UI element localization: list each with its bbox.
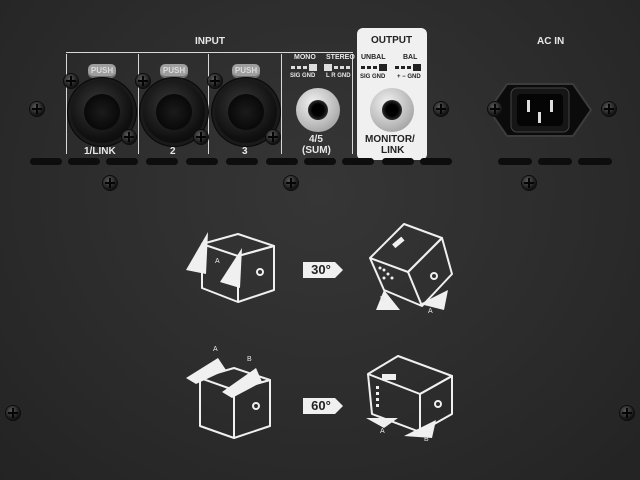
- vent-slot: [538, 158, 572, 165]
- bal-switch-icon: [395, 64, 421, 71]
- screw-icon: [103, 176, 117, 190]
- screw-icon: [30, 102, 44, 116]
- vent-slot: [498, 158, 532, 165]
- channel-2-label: 2: [170, 146, 176, 157]
- foot-a-label: A: [215, 258, 220, 265]
- foot-b-label: B: [247, 356, 252, 363]
- vent-slot: [382, 158, 414, 165]
- foot-b-label: B: [424, 436, 429, 443]
- channel-3-label: 3: [242, 146, 248, 157]
- angle-30-badge: [303, 262, 343, 278]
- push-release-button-3[interactable]: PUSH: [232, 64, 260, 78]
- output-label-line1: MONITOR/: [365, 134, 415, 145]
- sum-input-jack[interactable]: [296, 88, 340, 132]
- screw-icon: [522, 176, 536, 190]
- foot-b-label: B: [380, 296, 385, 303]
- output-heading: OUTPUT: [371, 35, 413, 46]
- angle-60-badge: [303, 398, 343, 414]
- bal-switch-label: + − GND: [397, 74, 421, 80]
- input-divider-4: [281, 54, 282, 154]
- stand-30-tilted-diagram: [369, 223, 453, 310]
- screw-icon: [620, 406, 634, 420]
- stand-30-folded-diagram: [186, 232, 275, 303]
- vent-slot: [106, 158, 138, 165]
- vent-slot: [342, 158, 374, 165]
- screw-icon: [602, 102, 616, 116]
- ac-power-inlet[interactable]: [485, 78, 595, 142]
- input-divider-3: [208, 54, 209, 154]
- ac-in-label: AC IN: [537, 36, 565, 47]
- vent-slot: [146, 158, 178, 165]
- screw-icon: [64, 74, 78, 88]
- output-jack[interactable]: [370, 88, 414, 132]
- screw-icon: [194, 130, 208, 144]
- input-divider-1: [66, 54, 67, 154]
- mono-switch-label: SIG GND: [290, 73, 316, 79]
- mono-switch-icon: [291, 64, 317, 71]
- push-release-button-1[interactable]: PUSH: [88, 64, 116, 78]
- vent-slot: [68, 158, 100, 165]
- screw-icon: [284, 176, 298, 190]
- vent-slot: [266, 158, 298, 165]
- mono-label: MONO: [294, 54, 316, 61]
- vent-slot: [186, 158, 218, 165]
- input-divider-5: [352, 54, 353, 154]
- unbal-switch-label: SIG GND: [360, 74, 386, 80]
- vent-slot: [304, 158, 336, 165]
- sum-input-label-line1: 4/5: [309, 134, 323, 145]
- channel-1-label: 1/LINK: [84, 146, 116, 157]
- screw-icon: [6, 406, 20, 420]
- vent-slot: [578, 158, 612, 165]
- foot-a-label: A: [380, 428, 385, 435]
- vent-slot: [226, 158, 258, 165]
- unbal-label: UNBAL: [361, 54, 386, 61]
- unbal-switch-icon: [361, 64, 387, 71]
- stereo-label: STEREO: [326, 54, 355, 61]
- foot-a-label: A: [428, 308, 433, 315]
- output-section: OUTPUT UNBAL BAL SIG GND + − GND MONITOR…: [357, 28, 427, 160]
- screw-icon: [488, 102, 502, 116]
- input-divider-2: [138, 54, 139, 154]
- bal-label: BAL: [403, 54, 418, 61]
- screw-icon: [434, 102, 448, 116]
- foot-a-label: A: [213, 346, 218, 353]
- output-label-line2: LINK: [381, 145, 405, 156]
- stand-60-tilted-diagram: [366, 355, 453, 438]
- sum-input-label-line2: (SUM): [302, 145, 331, 156]
- input-heading: INPUT: [195, 36, 225, 47]
- vent-slot: [30, 158, 62, 165]
- combo-jack-input-1[interactable]: [71, 81, 133, 143]
- push-release-button-2[interactable]: PUSH: [160, 64, 188, 78]
- angle-60-label: 60°: [311, 398, 331, 413]
- stereo-switch-label: L R GND: [326, 73, 351, 79]
- vent-slot: [420, 158, 452, 165]
- stereo-switch-icon: [324, 64, 350, 71]
- screw-icon: [136, 74, 150, 88]
- input-top-line: [66, 52, 353, 53]
- screw-icon: [208, 74, 222, 88]
- stand-60-folded-diagram: [186, 358, 271, 439]
- angle-30-label: 30°: [311, 262, 331, 277]
- screw-icon: [266, 130, 280, 144]
- screw-icon: [122, 130, 136, 144]
